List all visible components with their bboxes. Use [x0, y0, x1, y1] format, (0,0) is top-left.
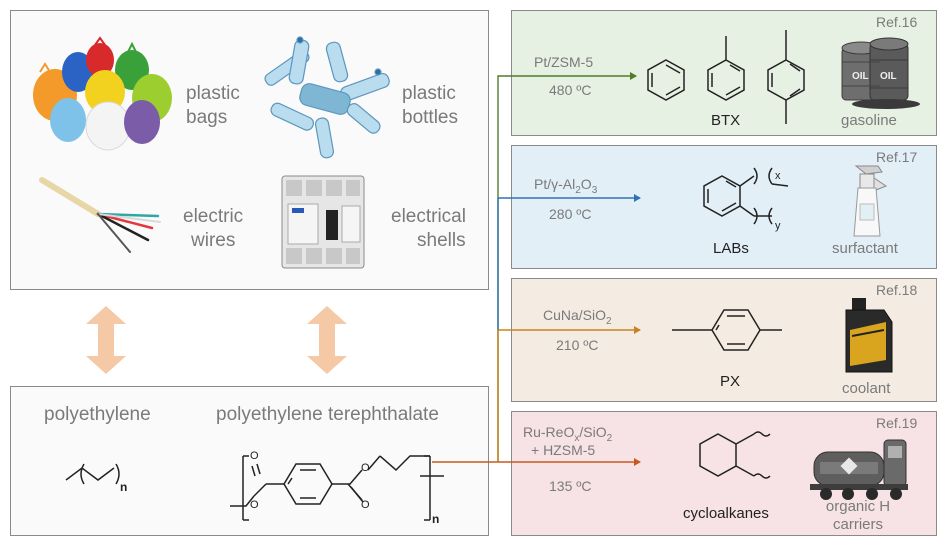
temperature-label: 280 ºC	[549, 206, 592, 222]
application-label: organic H carriers	[820, 498, 896, 534]
label-line: electrical	[391, 206, 466, 227]
px-molecule	[672, 309, 782, 351]
labs-subscript-x: x	[775, 170, 781, 182]
double-arrow-right	[307, 306, 347, 374]
ref-label: Ref.17	[876, 149, 918, 165]
pet-ester-o-right: O	[361, 462, 370, 474]
label-line: shells	[417, 230, 466, 251]
catalyst-main: CuNa/SiO	[543, 307, 607, 323]
polymer-panel	[10, 386, 489, 536]
tanker-truck-icon	[810, 439, 908, 500]
label-line: electric	[183, 206, 244, 227]
catalyst-mid: /SiO	[579, 424, 607, 440]
polyethylene-structure	[65, 463, 120, 485]
temperature-label: 480 ºC	[549, 82, 592, 98]
spray-bottle-icon	[853, 165, 888, 237]
toluene-molecule	[707, 36, 745, 101]
application-line: carriers	[832, 516, 883, 533]
catalyst-line2: + HZSM-5	[531, 442, 596, 458]
catalyst-label: Pt/γ-Al2O3	[534, 176, 597, 196]
route-connectors	[432, 72, 641, 466]
plastic-bottles-icon	[264, 36, 390, 159]
pet-structure	[230, 455, 444, 521]
pe-repeat-n: n	[120, 480, 128, 494]
application-label: surfactant	[832, 240, 898, 257]
ref-label: Ref.18	[876, 282, 918, 298]
pet-ester-o-left: O	[250, 499, 259, 511]
pet-repeat-n: n	[432, 512, 440, 526]
label-plastic-bags: plastic bags	[186, 82, 240, 130]
pet-carbonyl-o-left: O	[250, 450, 259, 462]
catalyst-main: Pt/γ-Al	[534, 176, 576, 192]
ref-label: Ref.19	[876, 415, 918, 431]
product-label: PX	[720, 373, 741, 390]
catalyst-label: Pt/ZSM-5	[534, 54, 594, 70]
barrel-text: OIL	[880, 71, 897, 82]
label-polyethylene: polyethylene	[44, 404, 151, 425]
oil-barrels-icon: OIL OIL	[841, 37, 920, 109]
label-line: bags	[186, 107, 228, 128]
label-line: bottles	[402, 107, 458, 128]
xylene-molecule	[767, 30, 805, 124]
product-label: LABs	[713, 240, 749, 257]
catalyst-subscript: 2	[606, 432, 613, 444]
coolant-bottle-icon	[845, 298, 893, 373]
label-pet: polyethylene terephthalate	[216, 404, 439, 425]
catalyst-subscript: x	[574, 432, 580, 444]
application-label: coolant	[842, 380, 891, 397]
product-label: cycloalkanes	[683, 505, 769, 522]
temperature-label: 210 ºC	[556, 337, 599, 353]
labs-subscript-y: y	[775, 220, 781, 232]
catalyst-main: Ru-ReO	[523, 424, 575, 440]
application-line: organic H	[825, 498, 891, 515]
catalyst-mid: O	[580, 176, 592, 192]
pet-carbonyl-o-right: O	[361, 499, 370, 511]
benzene-molecule	[647, 59, 685, 101]
label-line: plastic	[186, 83, 240, 104]
catalyst-subscript: 3	[591, 184, 598, 196]
ref-label: Ref.16	[876, 14, 918, 30]
product-label: BTX	[711, 112, 741, 129]
label-plastic-bottles: plastic bottles	[402, 82, 458, 130]
catalyst-label: Ru-ReOx/SiO2	[523, 424, 612, 444]
barrel-text: OIL	[852, 71, 869, 82]
electric-wires-icon	[39, 177, 161, 253]
double-arrow-left	[86, 306, 126, 374]
circuit-breaker-icon	[281, 175, 365, 269]
temperature-label: 135 ºC	[549, 478, 592, 494]
cycloalkane-molecule	[699, 431, 771, 479]
plastic-bags-icon	[33, 36, 172, 151]
label-line: plastic	[402, 83, 456, 104]
catalyst-label: CuNa/SiO2	[543, 307, 612, 327]
catalyst-subscript: 2	[575, 184, 581, 196]
application-label: gasoline	[841, 112, 897, 129]
labs-molecule	[703, 167, 789, 225]
label-electric-wires: electric wires	[183, 205, 243, 253]
label-electrical-shells: electrical shells	[391, 205, 466, 253]
label-line: wires	[191, 230, 236, 251]
catalyst-subscript: 2	[606, 315, 612, 327]
